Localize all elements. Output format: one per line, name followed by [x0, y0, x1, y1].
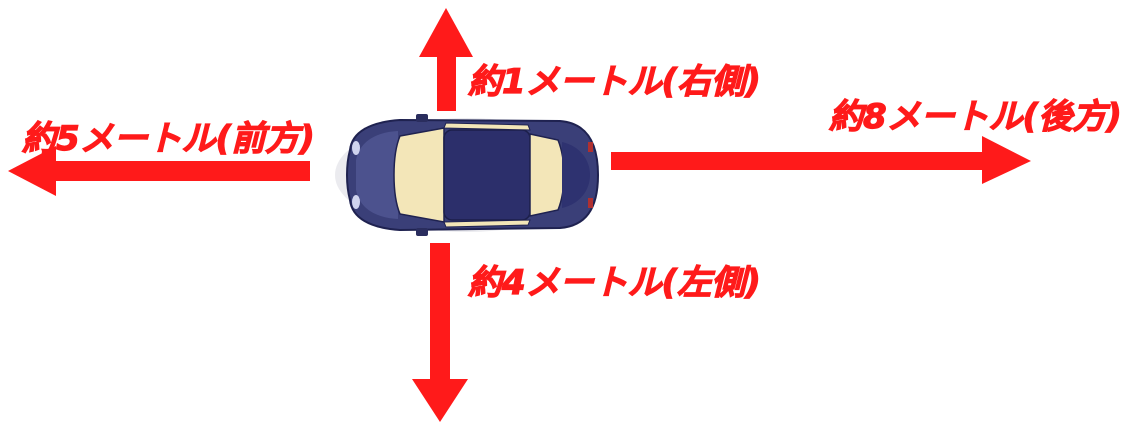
label-right-side: 約1メートル(右側) [468, 62, 761, 102]
arrow-up [419, 8, 473, 111]
label-rear: 約8メートル(後方) [829, 97, 1122, 137]
arrow-down [412, 243, 468, 422]
label-front: 約5メートル(前方) [22, 119, 315, 159]
arrow-left [8, 146, 310, 196]
car-top-view-icon [335, 114, 600, 236]
arrow-right [611, 136, 1031, 184]
label-left-side: 約4メートル(左側) [468, 263, 761, 303]
